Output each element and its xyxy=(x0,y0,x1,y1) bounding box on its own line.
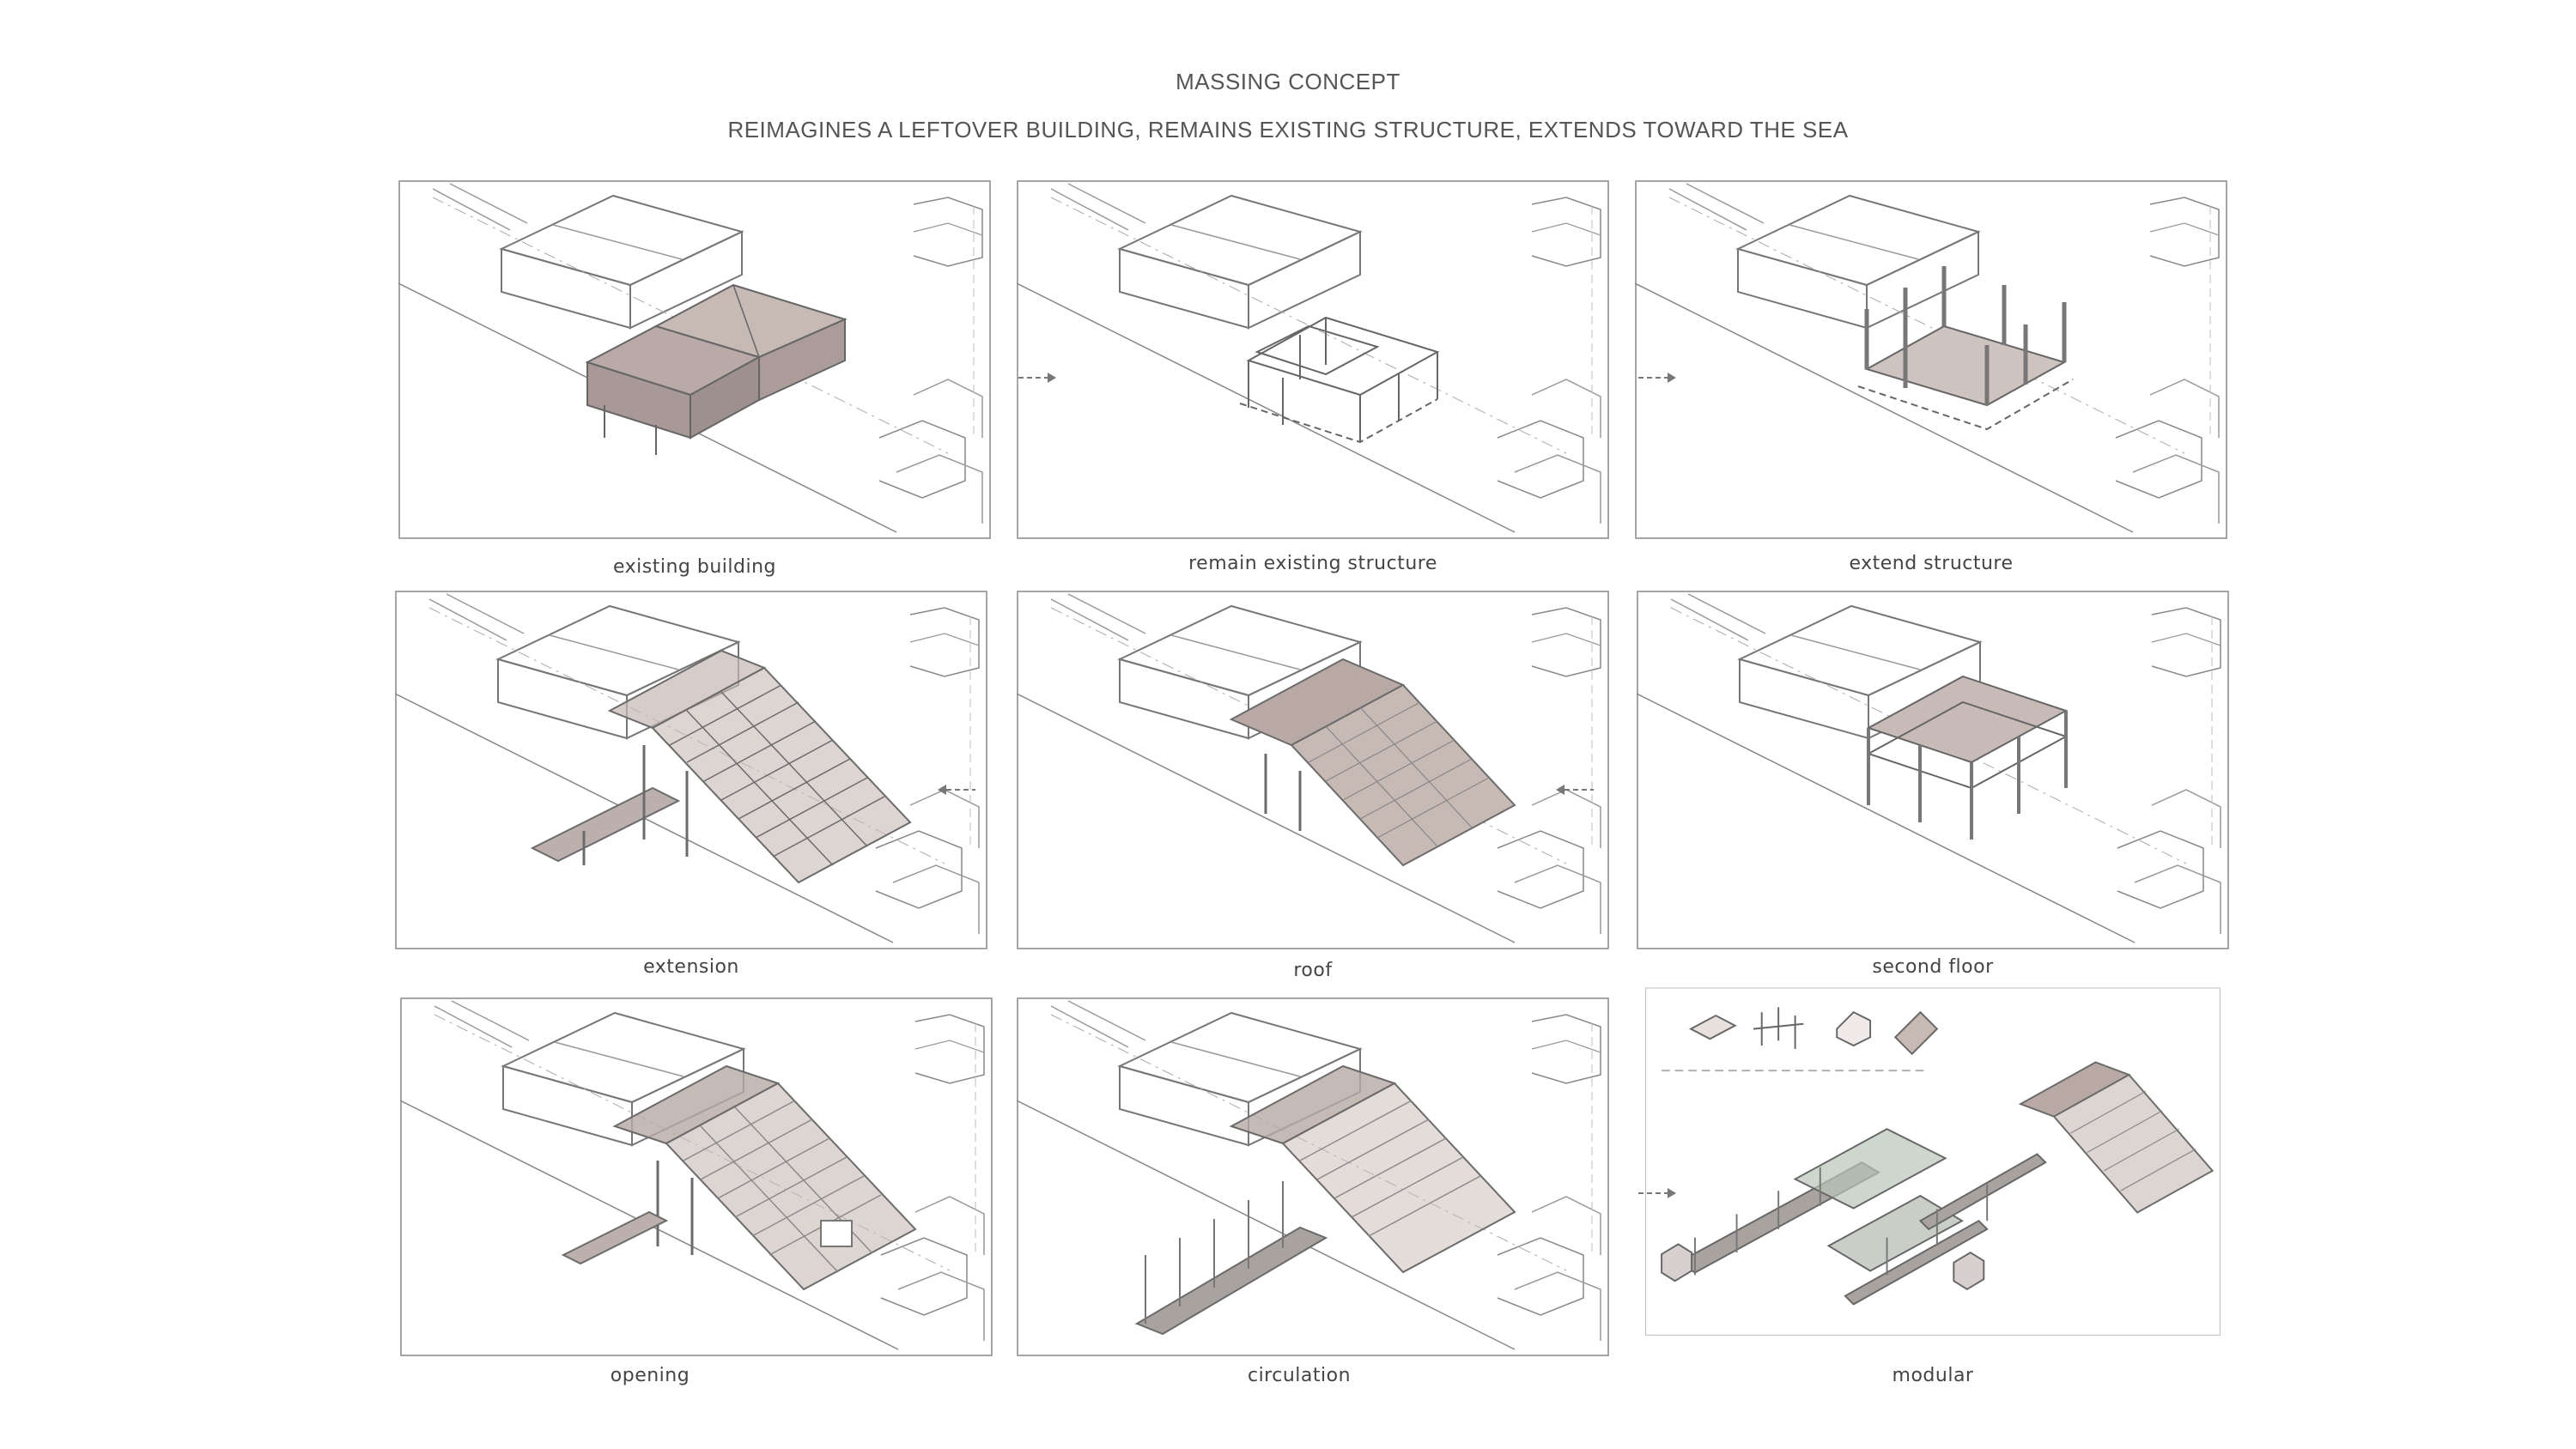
panel-circulation xyxy=(1017,997,1609,1356)
caption-existing-building: existing building xyxy=(398,556,991,578)
second-floor-slab xyxy=(1868,676,2066,840)
structure-frame xyxy=(1240,318,1437,442)
caption-modular: modular xyxy=(1637,1365,2229,1386)
module-icons xyxy=(1662,1007,1937,1070)
caption-extend-structure: extend structure xyxy=(1635,553,2227,574)
panel-roof xyxy=(1017,591,1609,949)
diagram-title: MASSING CONCEPT xyxy=(0,69,2576,95)
modular-walkways xyxy=(1662,1129,2045,1304)
existing-house-mass xyxy=(587,285,845,455)
arrow-left-icon xyxy=(938,781,977,798)
caption-extension: extension xyxy=(395,956,987,978)
caption-roof: roof xyxy=(1017,960,1609,981)
modular-roof xyxy=(2020,1062,2213,1212)
panel-opening xyxy=(400,997,993,1356)
diagram-subtitle: REIMAGINES A LEFTOVER BUILDING, REMAINS … xyxy=(0,117,2576,143)
circulation-path xyxy=(1137,1066,1515,1334)
extended-frame xyxy=(1858,266,2073,429)
panel-modular xyxy=(1637,987,2229,1346)
caption-remain-existing-structure: remain existing structure xyxy=(1017,553,1609,574)
roof-mass xyxy=(1231,659,1515,865)
panel-extension xyxy=(395,591,987,949)
panel-existing-building xyxy=(398,180,991,539)
panel-remain-existing-structure xyxy=(1017,180,1609,539)
caption-second-floor: second floor xyxy=(1637,956,2229,978)
caption-opening: opening xyxy=(354,1365,946,1386)
caption-circulation: circulation xyxy=(1003,1365,1595,1386)
opening-roof xyxy=(563,1066,915,1289)
panel-second-floor xyxy=(1637,591,2229,949)
panel-extend-structure xyxy=(1635,180,2227,539)
arrow-left-icon xyxy=(1556,781,1595,798)
